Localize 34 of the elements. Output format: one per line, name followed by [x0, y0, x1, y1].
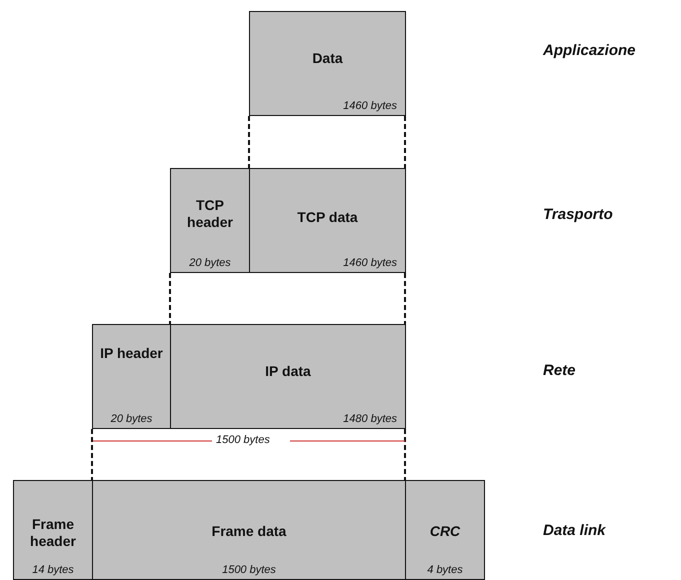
dashed-line	[404, 273, 406, 324]
dashed-line	[404, 429, 406, 480]
dashed-line	[248, 116, 250, 168]
byte-count: 20 bytes	[110, 413, 154, 425]
packet-field	[249, 168, 406, 273]
byte-count: 1500 bytes	[221, 564, 277, 576]
packet-field	[13, 480, 93, 580]
field-name: TCP header	[186, 197, 234, 231]
packet-field	[170, 168, 250, 273]
layer-name: Applicazione	[543, 42, 636, 59]
layer-name: Rete	[543, 362, 576, 379]
byte-count: 1460 bytes	[343, 100, 397, 112]
dashed-line	[404, 116, 406, 168]
byte-count: 4 bytes	[426, 564, 464, 576]
byte-count: 1480 bytes	[343, 413, 397, 425]
layer-name: Trasporto	[543, 206, 613, 223]
field-name: IP header	[99, 345, 164, 362]
byte-count: 1460 bytes	[343, 257, 397, 269]
field-name: CRC	[428, 523, 462, 540]
dashed-line	[169, 273, 171, 324]
packet-field	[92, 480, 406, 580]
layer-name: Data link	[543, 522, 606, 539]
dashed-line	[91, 429, 93, 480]
byte-count: 14 bytes	[31, 564, 75, 576]
packet-field	[405, 480, 485, 580]
packet-field	[249, 11, 406, 116]
field-name: IP data	[264, 363, 312, 380]
field-name: TCP data	[296, 209, 359, 226]
packet-field	[170, 324, 406, 429]
field-name: Data	[311, 50, 344, 67]
packet-field	[92, 324, 171, 429]
field-name: Frame header	[29, 516, 77, 550]
field-name: Frame data	[210, 523, 288, 540]
byte-count: 20 bytes	[188, 257, 232, 269]
